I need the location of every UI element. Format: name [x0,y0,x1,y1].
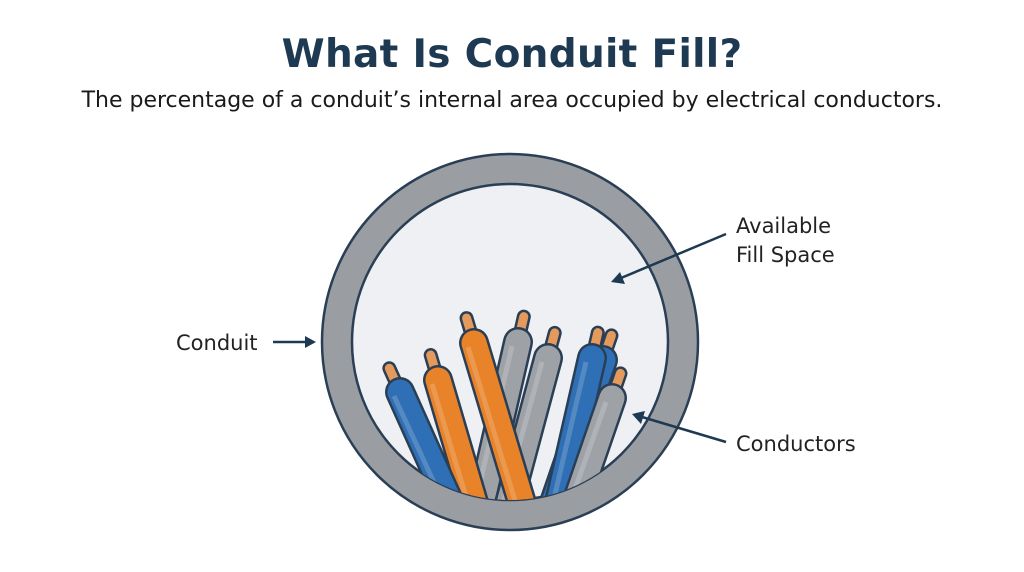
available-space-arrow-icon [611,232,727,284]
conductor-orange-6 [459,311,545,500]
conductors-label: Conductors [736,432,856,456]
conductors-arrow-icon [632,411,727,444]
available-fill-space-label: Available Fill Space [736,214,838,267]
page-subtitle: The percentage of a conduit’s internal a… [81,88,943,113]
conduit-arrow-icon [273,336,316,348]
page-title: What Is Conduit Fill? [281,32,743,77]
conduit-label: Conduit [176,331,258,355]
conductor-orange-2 [423,348,497,500]
conductor-blue-1 [382,361,477,500]
